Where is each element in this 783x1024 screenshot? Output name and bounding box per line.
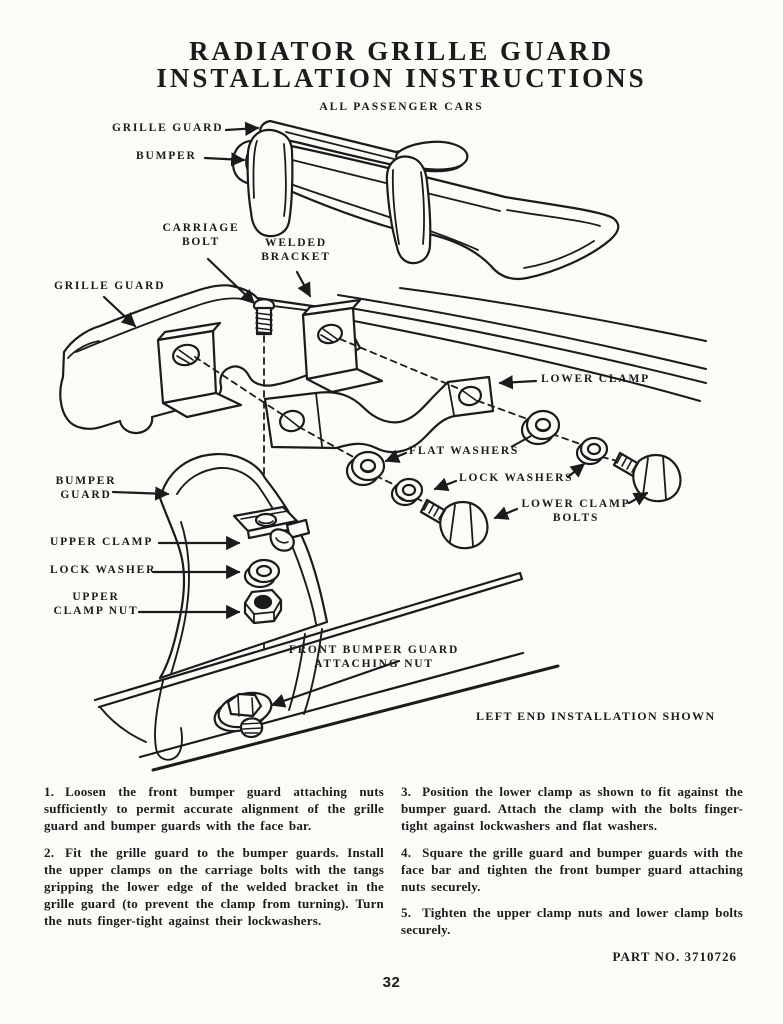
instruction-step-1: 1.Loosen the front bumper guard attachin…	[44, 783, 384, 835]
step-text: Tighten the upper clamp nuts and lower c…	[401, 905, 743, 938]
label-upper-clamp: UPPER CLAMP	[50, 536, 154, 548]
welded-bracket-right	[301, 298, 384, 394]
bumper-guard-strap-left	[246, 128, 294, 238]
label-grille-guard-top: GRILLE GUARD	[112, 122, 224, 134]
label-lower-clamp-bolts: LOWER CLAMP BOLTS	[521, 498, 631, 524]
step-text: Position the lower clamp as shown to fit…	[401, 784, 743, 834]
upper-clamp-nut-part	[243, 588, 283, 625]
label-grille-guard-mid: GRILLE GUARD	[54, 280, 166, 292]
instruction-step-2: 2.Fit the grille guard to the bumper gua…	[44, 844, 384, 930]
lower-clamp-bolt-left	[419, 498, 489, 550]
step-text: Fit the grille guard to the bumper guard…	[44, 844, 384, 929]
bumper-assembly-illustration	[231, 119, 620, 281]
flat-washer-right	[520, 409, 561, 446]
flat-washer-left	[345, 450, 386, 487]
attaching-nut-part	[213, 691, 273, 739]
instruction-step-3: 3.Position the lower clamp as shown to f…	[401, 783, 743, 835]
welded-bracket-left	[156, 321, 243, 419]
step-number: 5.	[401, 905, 412, 921]
instructions-column-right: 3.Position the lower clamp as shown to f…	[401, 783, 743, 965]
lock-washer-left	[390, 477, 424, 507]
exploded-parts	[59, 284, 707, 649]
lock-washer-right	[575, 436, 609, 466]
step-number: 4.	[401, 844, 412, 860]
upper-clamp-part	[232, 505, 311, 552]
part-number: PART NO. 3710726	[612, 948, 737, 964]
step-text: Loosen the front bumper guard attaching …	[44, 784, 384, 834]
bumper-face-lines	[337, 287, 707, 402]
step-number: 1.	[44, 784, 55, 799]
page-title-line1: RADIATOR GRILLE GUARD	[188, 36, 615, 66]
label-welded-bracket: WELDED BRACKET	[261, 237, 331, 263]
page-number: 32	[382, 974, 401, 991]
bumper-guard-assembly	[154, 453, 329, 761]
page-title-line2: INSTALLATION INSTRUCTIONS	[156, 63, 647, 93]
label-flat-washers: FLAT WASHERS	[409, 445, 520, 457]
label-bumper-guard: BUMPER GUARD	[55, 475, 117, 501]
label-carriage-bolt: CARRIAGE BOLT	[162, 222, 240, 248]
lower-clamp-part	[263, 375, 495, 454]
step-text: Square the grille guard and bumper guard…	[401, 844, 743, 895]
lower-clamp-bolt-right	[612, 451, 682, 503]
instruction-step-4: 4.Square the grille guard and bumper gua…	[401, 844, 743, 896]
instructions-column-left: 1.Loosen the front bumper guard attachin…	[44, 783, 384, 939]
page-subtitle: ALL PASSENGER CARS	[319, 101, 484, 113]
label-bumper: BUMPER	[136, 150, 197, 162]
face-bar-illustration	[93, 571, 560, 772]
view-caption: LEFT END INSTALLATION SHOWN	[476, 709, 716, 723]
label-lower-clamp: LOWER CLAMP	[541, 373, 650, 385]
carriage-bolt-part	[252, 298, 276, 336]
label-lock-washers: LOCK WASHERS	[459, 472, 574, 484]
label-upper-clamp-nut: UPPER CLAMP NUT	[53, 591, 139, 617]
page-header: RADIATOR GRILLE GUARD INSTALLATION INSTR…	[20, 36, 783, 114]
instruction-step-5: 5.Tighten the upper clamp nuts and lower…	[401, 904, 743, 938]
label-lock-washer: LOCK WASHER	[50, 564, 157, 576]
step-number: 3.	[401, 784, 412, 799]
label-attaching-nut: FRONT BUMPER GUARD ATTACHING NUT	[288, 644, 460, 670]
step-number: 2.	[44, 844, 55, 860]
plain-leaders	[510, 435, 532, 448]
upper-lock-washer-part	[243, 558, 281, 589]
label-arrows	[102, 121, 649, 708]
